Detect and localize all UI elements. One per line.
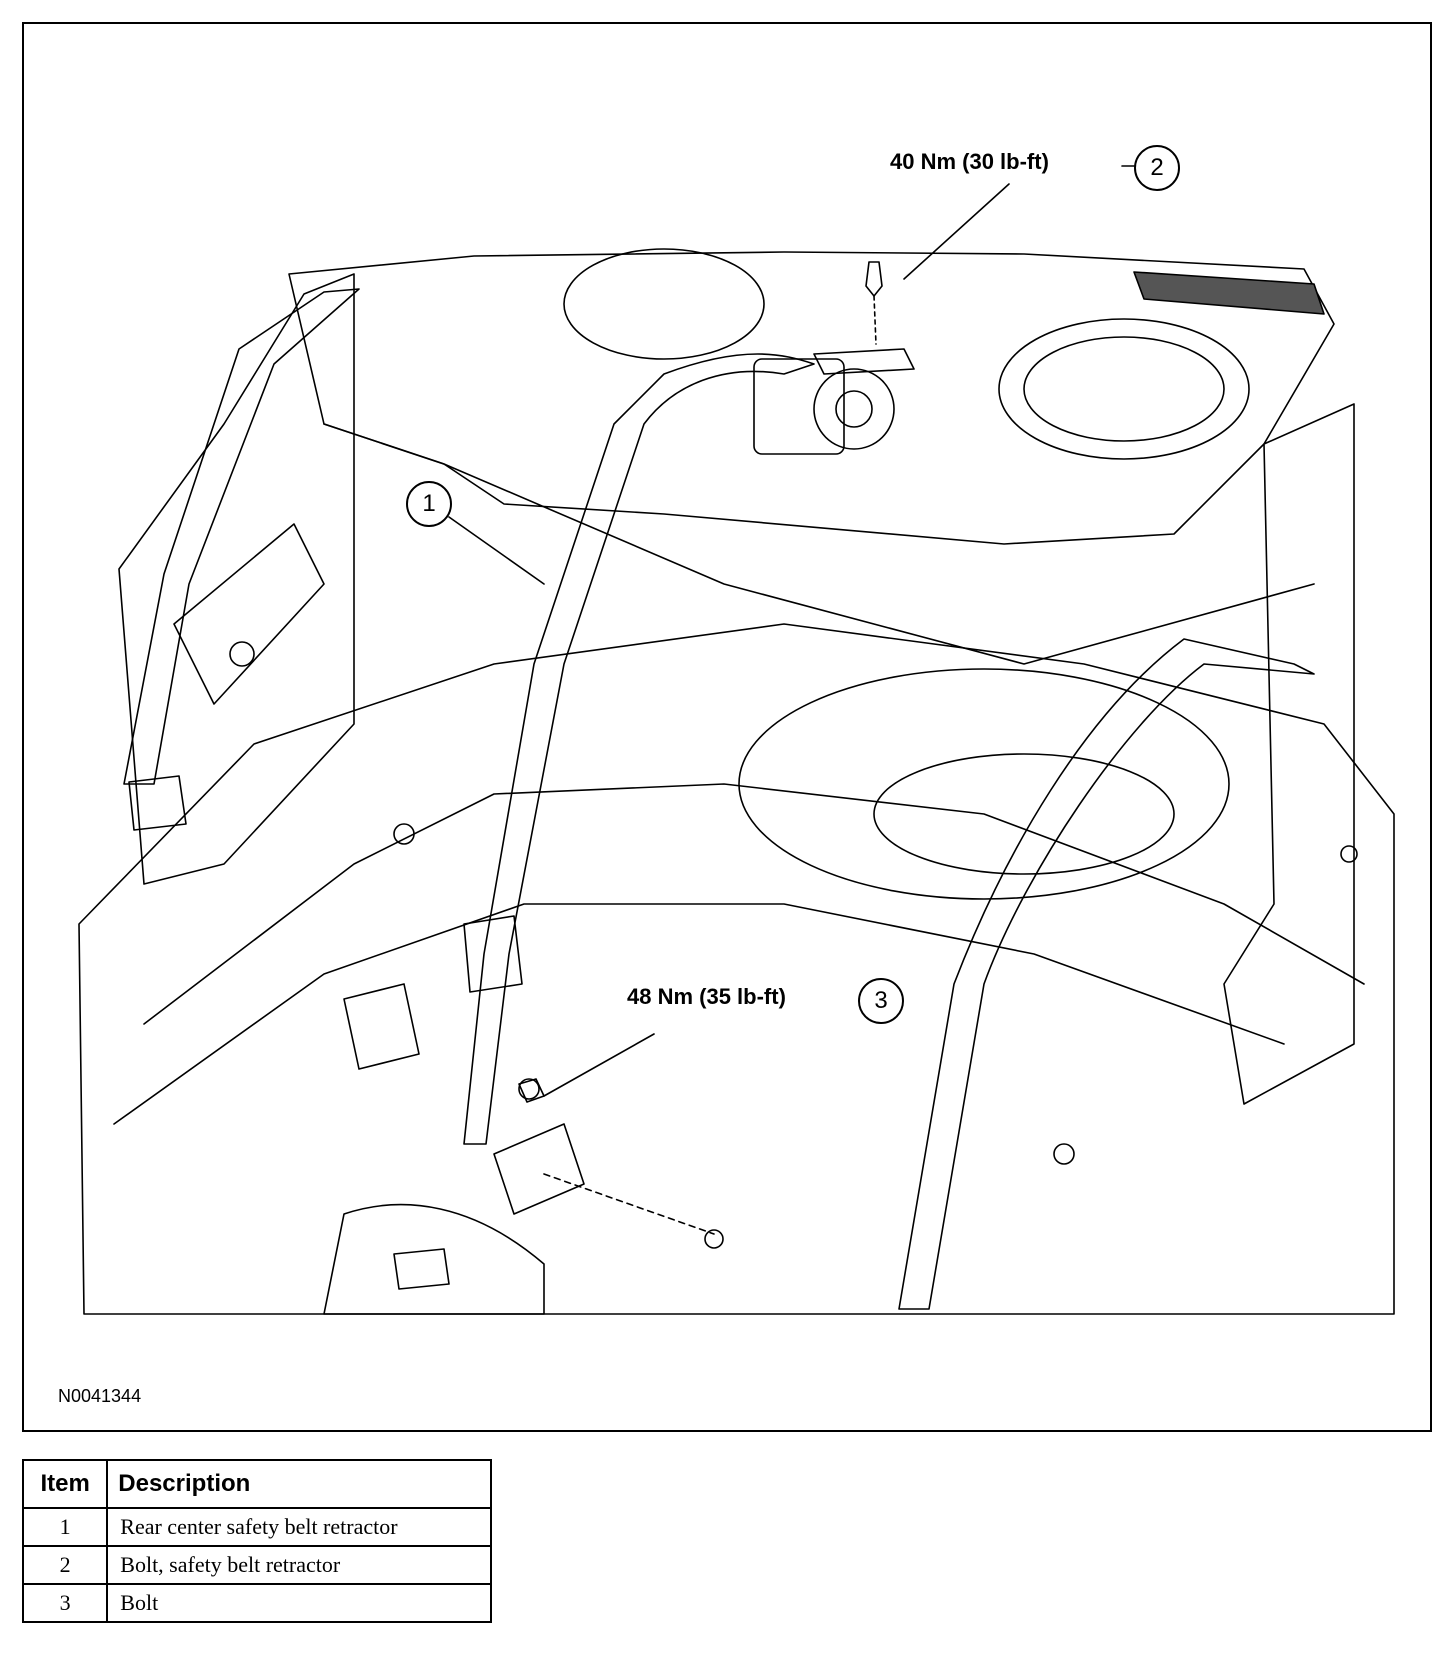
callout-3-marker: 3 xyxy=(858,978,904,1024)
callout-1-marker: 1 xyxy=(406,481,452,527)
table-row: 3 Bolt xyxy=(21,1583,492,1623)
figure-id: N0041344 xyxy=(58,1386,142,1406)
center-buckle xyxy=(463,915,523,993)
legend-item-description: Bolt, safety belt retractor xyxy=(106,1545,492,1585)
legend-table: Item Description 1 Rear center safety be… xyxy=(21,1459,492,1623)
shelf-front-edge xyxy=(323,423,1315,665)
legend-header-description: Description xyxy=(106,1459,492,1509)
callout-2-marker: 2 xyxy=(1134,145,1180,191)
table-row: 1 Rear center safety belt retractor xyxy=(21,1507,492,1547)
legend-item-number: 3 xyxy=(21,1583,109,1623)
table-row: 2 Bolt, safety belt retractor xyxy=(21,1545,492,1585)
left-speaker-opening xyxy=(563,248,765,360)
center-belt-webbing xyxy=(463,353,815,1145)
legend-item-number: 2 xyxy=(21,1545,109,1585)
legend-header-item: Item xyxy=(21,1459,109,1509)
right-side-panel xyxy=(1223,403,1355,1105)
retractor-bolt xyxy=(865,261,883,297)
left-belt-webbing xyxy=(123,288,360,785)
right-speaker-opening xyxy=(998,318,1250,460)
callout-2-torque: 40 Nm (30 lb-ft) xyxy=(890,149,1049,174)
legend-header-row: Item Description xyxy=(21,1459,492,1509)
rear-shelf-illustration xyxy=(78,165,1395,1315)
rear-grille xyxy=(1133,271,1325,315)
spare-tire-well xyxy=(738,668,1230,900)
package-shelf-outline xyxy=(288,251,1335,545)
legend-item-description: Bolt xyxy=(106,1583,492,1623)
legend-item-description: Rear center safety belt retractor xyxy=(106,1507,492,1547)
figure-frame: 40 Nm (30 lb-ft) 2 1 48 Nm (35 lb-ft) 3 … xyxy=(22,22,1432,1432)
legend-item-number: 1 xyxy=(21,1507,109,1547)
callout-3-torque: 48 Nm (35 lb-ft) xyxy=(627,984,786,1009)
right-belt-webbing xyxy=(898,638,1315,1310)
left-side-panel xyxy=(118,273,355,885)
seat-pan-outline xyxy=(78,623,1395,1315)
lower-buckle xyxy=(343,983,420,1070)
left-buckle xyxy=(128,775,187,831)
